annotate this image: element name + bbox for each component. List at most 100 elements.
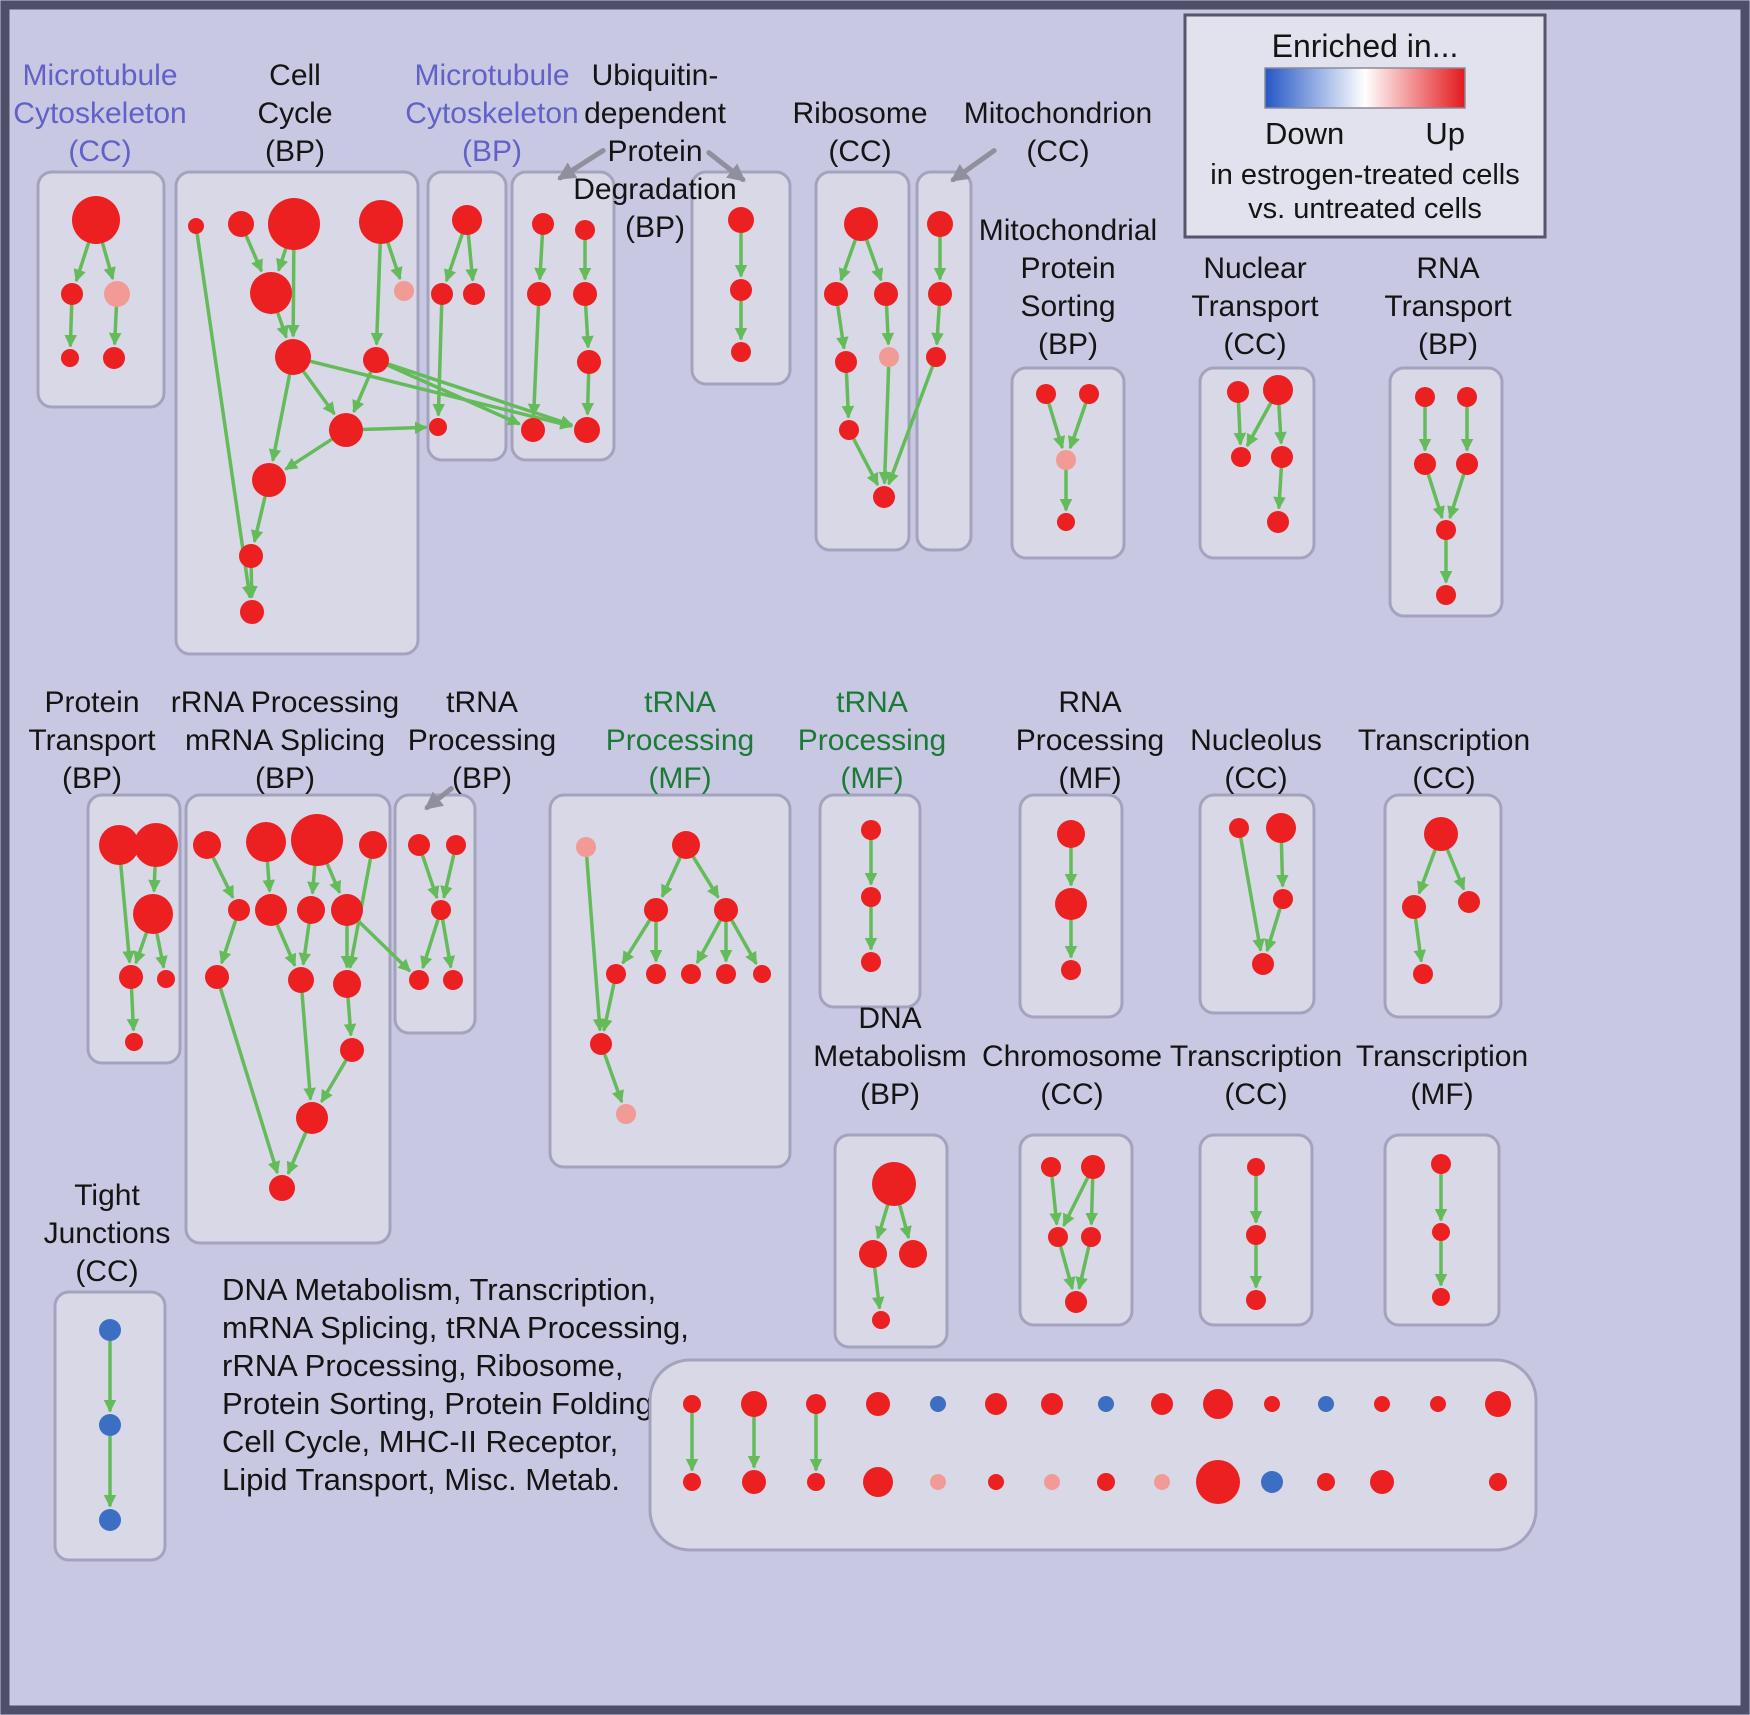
go-node-nuclear-transport-1: [1263, 375, 1293, 405]
cross-edge-4: [886, 365, 934, 486]
go-node-protein-transport-3: [119, 965, 143, 989]
cluster-label-line: DNA: [858, 1002, 921, 1035]
go-node-rna-transport-5: [1436, 585, 1456, 605]
cluster-label-line: Processing: [606, 724, 754, 757]
cluster-label-line: Ribosome: [792, 97, 927, 130]
cross-edge-1: [387, 363, 521, 426]
edge-ubiq-left-2-5: [527, 305, 541, 417]
go-node-transcription-cc-mid-3: [1413, 964, 1433, 984]
go-node-transcription-mf-2: [1432, 1288, 1450, 1306]
edge-ubiq-left-0-2: [534, 234, 547, 281]
callout-arrow-3: [424, 786, 454, 811]
edge-nuclear-transport-1-3: [1274, 404, 1287, 445]
go-node-mitochondrion-1: [928, 282, 952, 306]
cross-edge-3: [362, 421, 428, 435]
go-node-ubiq-left-1: [575, 220, 595, 240]
go-node-mt-cyto-cc-3: [61, 349, 79, 367]
go-node-rrna-mrna-12: [296, 1102, 328, 1134]
go-node-rna-processing-mf-0: [1057, 820, 1085, 848]
go-node-nucleolus-3: [1252, 953, 1274, 975]
edge-nuclear-transport-0-2: [1233, 402, 1247, 446]
cluster-label-transcription-cc-low: Transcription(CC): [1170, 1040, 1342, 1111]
go-node-mito-protein-sorting-3: [1057, 513, 1075, 531]
go-node-mt-cyto-bp-0: [452, 205, 482, 235]
go-node-trna-mf-right-1: [861, 887, 881, 907]
go-node-transcription-cc-mid-1: [1402, 895, 1426, 919]
go-node-cell-cycle-1: [228, 211, 254, 237]
edge-protein-transport-3-5: [126, 988, 140, 1032]
bottom-node-top-11: [1318, 1396, 1334, 1412]
misc-cluster-note: DNA Metabolism, Transcription,mRNA Splic…: [222, 1272, 689, 1497]
go-node-mitochondrion-0: [927, 211, 953, 237]
go-node-rrna-mrna-13: [269, 1175, 295, 1201]
edge-mt-cyto-cc-1-3: [64, 304, 78, 348]
cluster-label-line: (BP): [1418, 328, 1478, 361]
cluster-label-transcription-mf: Transcription(MF): [1356, 1040, 1528, 1111]
bottom-panel-box: [648, 1358, 1538, 1552]
legend-box: [1183, 13, 1547, 239]
callout-arrow-1: [706, 150, 746, 183]
edge-cell-cycle-3-5: [386, 242, 403, 281]
go-node-ribosome-5: [839, 420, 859, 440]
cluster-label-line: Cytoskeleton: [405, 97, 578, 130]
bottom-node-bottom-2: [807, 1473, 825, 1491]
go-node-transcription-cc-mid-2: [1458, 891, 1480, 913]
edge-ribosome-0-1: [838, 239, 857, 282]
edge-trna-mf-left-1-2: [660, 856, 682, 898]
edge-cell-cycle-2-6: [286, 249, 300, 338]
bottom-node-top-4: [930, 1396, 946, 1412]
go-node-transcription-cc-mid-0: [1424, 817, 1458, 851]
go-node-trna-bp-1: [446, 835, 466, 855]
cluster-box-dna-metabolism: [833, 1133, 949, 1349]
edge-cell-cycle-0-11: [195, 233, 255, 599]
bottom-node-top-3: [866, 1392, 890, 1416]
edge-transcription-cc-mid-1-3: [1413, 918, 1427, 963]
go-node-rrna-mrna-4: [228, 899, 250, 921]
cluster-label-line: Sorting: [1020, 290, 1115, 323]
legend-title: Enriched in...: [1272, 28, 1459, 64]
go-node-cell-cycle-6: [275, 339, 311, 375]
edge-protein-transport-1-2: [148, 866, 161, 893]
bottom-node-bottom-5: [988, 1474, 1004, 1490]
edge-cell-cycle-6-9: [268, 373, 292, 462]
go-node-trna-mf-right-2: [861, 952, 881, 972]
edge-trna-mf-left-4-9: [600, 983, 616, 1032]
cluster-label-line: Transport: [28, 724, 156, 757]
go-node-tight-junctions-0: [99, 1319, 121, 1341]
go-node-nuclear-transport-2: [1231, 447, 1251, 467]
edge-ubiq-left-3-4: [581, 305, 594, 349]
go-node-trna-mf-left-6: [681, 964, 701, 984]
cluster-label-line: Microtubule: [414, 59, 569, 92]
cluster-label-line: Protein: [44, 686, 139, 719]
edge-trna-bp-2-3: [420, 918, 440, 970]
edge-dna-metabolism-0-2: [898, 1204, 912, 1240]
go-node-ubiq-left-4: [577, 350, 601, 374]
cluster-box-nucleolus: [1198, 793, 1316, 1015]
edge-rrna-mrna-10-11: [343, 997, 357, 1037]
go-node-mt-cyto-bp-3: [429, 418, 447, 436]
legend-gradient-bar: [1264, 67, 1466, 109]
go-node-cell-cycle-10: [239, 544, 263, 568]
go-node-cell-cycle-7: [363, 347, 389, 373]
go-node-mito-protein-sorting-0: [1036, 384, 1056, 404]
edge-rrna-mrna-5-9: [275, 923, 297, 967]
go-node-trna-mf-left-10: [616, 1104, 636, 1124]
legend-context-line2: vs. untreated cells: [1248, 193, 1482, 225]
bottom-node-top-9: [1203, 1389, 1233, 1419]
edge-protein-transport-0-3: [119, 864, 135, 964]
cluster-label-line: Transport: [1384, 290, 1512, 323]
go-node-trna-mf-left-1: [672, 831, 700, 859]
cluster-label-line: tRNA: [836, 686, 908, 719]
go-node-ubiq-right-0: [728, 207, 754, 233]
edge-cell-cycle-1-4: [244, 235, 263, 273]
cluster-label-line: Protein: [1020, 252, 1115, 285]
go-node-ribosome-6: [873, 486, 895, 508]
